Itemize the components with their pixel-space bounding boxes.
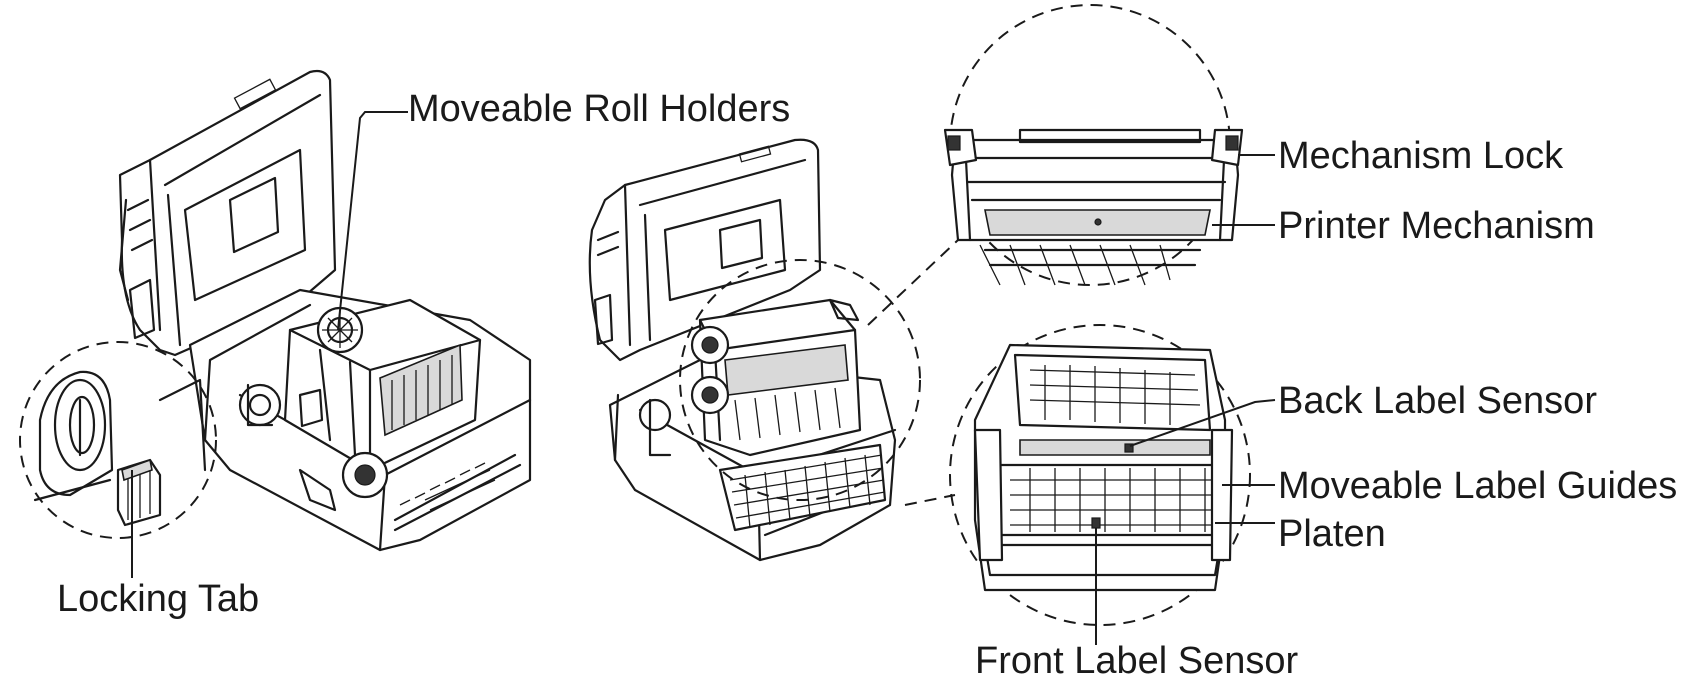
label-platen: Platen <box>1278 513 1386 555</box>
label-mechanism-lock: Mechanism Lock <box>1278 135 1564 177</box>
locking-tab-detail <box>19 341 217 539</box>
leader-moveable-roll-holders <box>337 111 408 331</box>
label-moveable-label-guides: Moveable Label Guides <box>1278 465 1678 507</box>
label-front-label-sensor: Front Label Sensor <box>975 640 1299 682</box>
label-moveable-roll-holders: Moveable Roll Holders <box>408 88 791 130</box>
label-printer-mechanism: Printer Mechanism <box>1278 205 1595 247</box>
mechanism-detail <box>943 4 1244 286</box>
leader-back-label-sensor <box>1129 399 1276 447</box>
left-printer-illustration <box>118 69 532 552</box>
detail-connector-lower <box>904 494 956 506</box>
middle-detail-circle <box>679 259 921 501</box>
label-locking-tab: Locking Tab <box>57 578 260 620</box>
detail-connector-upper <box>867 239 959 326</box>
label-back-label-sensor: Back Label Sensor <box>1278 380 1597 422</box>
platen-detail <box>949 324 1251 626</box>
middle-printer-illustration <box>588 138 897 562</box>
